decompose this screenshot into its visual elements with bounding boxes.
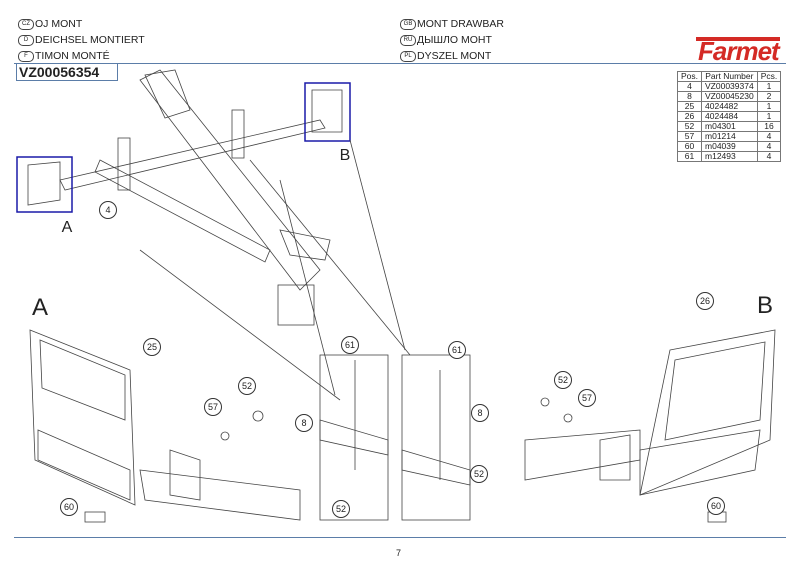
detail-right-box — [401, 354, 471, 521]
drawing-code: VZ00056354 — [16, 63, 118, 81]
table-cell: 61 — [676, 151, 703, 162]
detail-box-b — [304, 82, 351, 142]
footer-divider — [14, 537, 786, 538]
table-cell: m12493 — [701, 151, 758, 162]
detail-b-drawing — [524, 329, 776, 523]
page-number: 7 — [396, 548, 402, 558]
callout: 4 — [99, 201, 117, 219]
detail-label-a-big: A — [31, 294, 49, 321]
callout: 8 — [295, 414, 313, 432]
callout: 8 — [471, 404, 489, 422]
farmet-logo: Farmet — [696, 36, 780, 66]
header-divider — [14, 63, 786, 64]
callout: 60 — [707, 497, 725, 515]
detail-label-b-small: B — [339, 147, 351, 164]
callout: 52 — [554, 371, 572, 389]
detail-box-a — [16, 156, 73, 213]
callout: 52 — [332, 500, 350, 518]
callout: 57 — [204, 398, 222, 416]
callout: 60 — [60, 498, 78, 516]
detail-left-box — [319, 354, 389, 521]
callout: 57 — [578, 389, 596, 407]
table-cell: 4 — [756, 151, 782, 162]
callout: 26 — [696, 292, 714, 310]
callout: 61 — [341, 336, 359, 354]
detail-label-a-small: A — [61, 219, 73, 236]
detail-a-drawing — [29, 329, 301, 523]
callout: 25 — [143, 338, 161, 356]
callout: 52 — [238, 377, 256, 395]
detail-label-b-big: B — [756, 292, 774, 319]
callout: 61 — [448, 341, 466, 359]
drawbar-overview — [59, 69, 331, 326]
callout: 52 — [470, 465, 488, 483]
